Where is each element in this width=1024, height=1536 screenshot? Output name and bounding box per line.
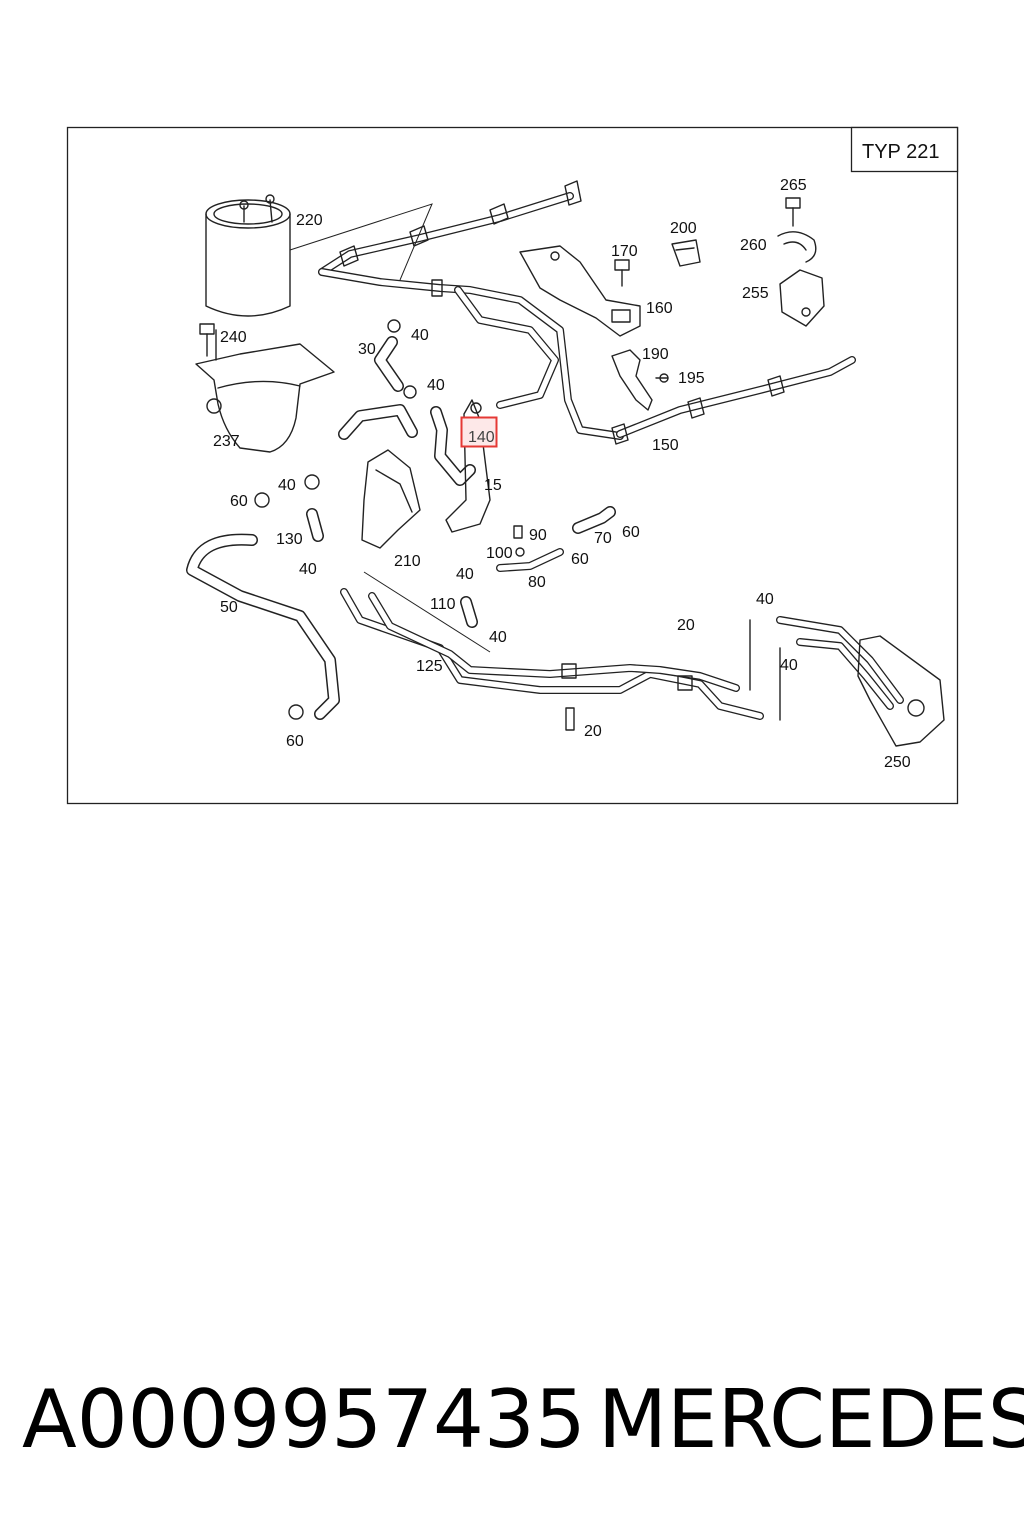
highlight-box-140	[460, 416, 498, 448]
callout-50[interactable]: 50	[220, 599, 238, 616]
callout-255[interactable]: 255	[742, 285, 769, 302]
callout-30[interactable]: 30	[358, 341, 376, 358]
callout-90[interactable]: 90	[529, 527, 547, 544]
callout-125[interactable]: 125	[416, 658, 443, 675]
part-number: A0009957435	[22, 1373, 586, 1466]
callout-40c[interactable]: 40	[278, 477, 296, 494]
callout-labels: 265 220 200 170 260 255 160 240 40 30 19…	[213, 177, 911, 771]
callout-170[interactable]: 170	[611, 243, 638, 260]
callout-70[interactable]: 70	[594, 530, 612, 547]
charcoal-canister	[205, 194, 291, 317]
callout-240[interactable]: 240	[220, 329, 247, 346]
callout-40d[interactable]: 40	[299, 561, 317, 578]
hose-assembly-15	[338, 399, 491, 533]
hose-130	[254, 474, 324, 542]
callout-40f[interactable]: 40	[756, 591, 774, 608]
callout-60c[interactable]: 60	[571, 551, 589, 568]
canister-bracket	[195, 329, 335, 453]
screw-170	[614, 259, 630, 287]
heat-shield-210	[361, 449, 421, 549]
callout-220[interactable]: 220	[296, 212, 323, 229]
callout-130[interactable]: 130	[276, 531, 303, 548]
callout-200[interactable]: 200	[670, 220, 697, 237]
callout-210[interactable]: 210	[394, 553, 421, 570]
parts-diagram: TYP 221	[66, 126, 959, 805]
callout-40b[interactable]: 40	[427, 377, 445, 394]
callout-60a[interactable]: 60	[230, 493, 248, 510]
lower-lines-125	[340, 571, 764, 731]
callout-60d[interactable]: 60	[286, 733, 304, 750]
callout-20a[interactable]: 20	[677, 617, 695, 634]
clip-200	[671, 239, 701, 267]
callout-100[interactable]: 100	[486, 545, 513, 562]
callout-40h[interactable]: 40	[780, 657, 798, 674]
callout-80[interactable]: 80	[528, 574, 546, 591]
callout-265[interactable]: 265	[780, 177, 807, 194]
hose-30	[374, 319, 417, 399]
mount-parts	[777, 197, 825, 327]
type-label: TYP 221	[862, 141, 939, 163]
bracket-160	[519, 245, 641, 337]
callout-15[interactable]: 15	[484, 477, 502, 494]
hoses-70-80-110	[460, 506, 616, 628]
callout-260[interactable]: 260	[740, 237, 767, 254]
hose-50	[186, 533, 340, 720]
brand-name: MERCEDES	[598, 1373, 1024, 1466]
callout-150[interactable]: 150	[652, 437, 679, 454]
upper-fuel-lines	[289, 180, 856, 445]
diagram-frame	[66, 126, 959, 805]
callout-140[interactable]: 140	[468, 429, 495, 446]
bracket-190	[611, 349, 669, 411]
callout-190[interactable]: 190	[642, 346, 669, 363]
callout-40e[interactable]: 40	[456, 566, 474, 583]
callout-40a[interactable]: 40	[411, 327, 429, 344]
callout-40g[interactable]: 40	[489, 629, 507, 646]
callout-250[interactable]: 250	[884, 754, 911, 771]
screw-240	[199, 323, 215, 357]
bracket-250	[749, 616, 945, 747]
callout-60b[interactable]: 60	[622, 524, 640, 541]
callout-20b[interactable]: 20	[584, 723, 602, 740]
callout-195[interactable]: 195	[678, 370, 705, 387]
callout-237[interactable]: 237	[213, 433, 240, 450]
callout-110[interactable]: 110	[430, 596, 456, 613]
callout-160[interactable]: 160	[646, 300, 673, 317]
type-box	[850, 126, 959, 173]
